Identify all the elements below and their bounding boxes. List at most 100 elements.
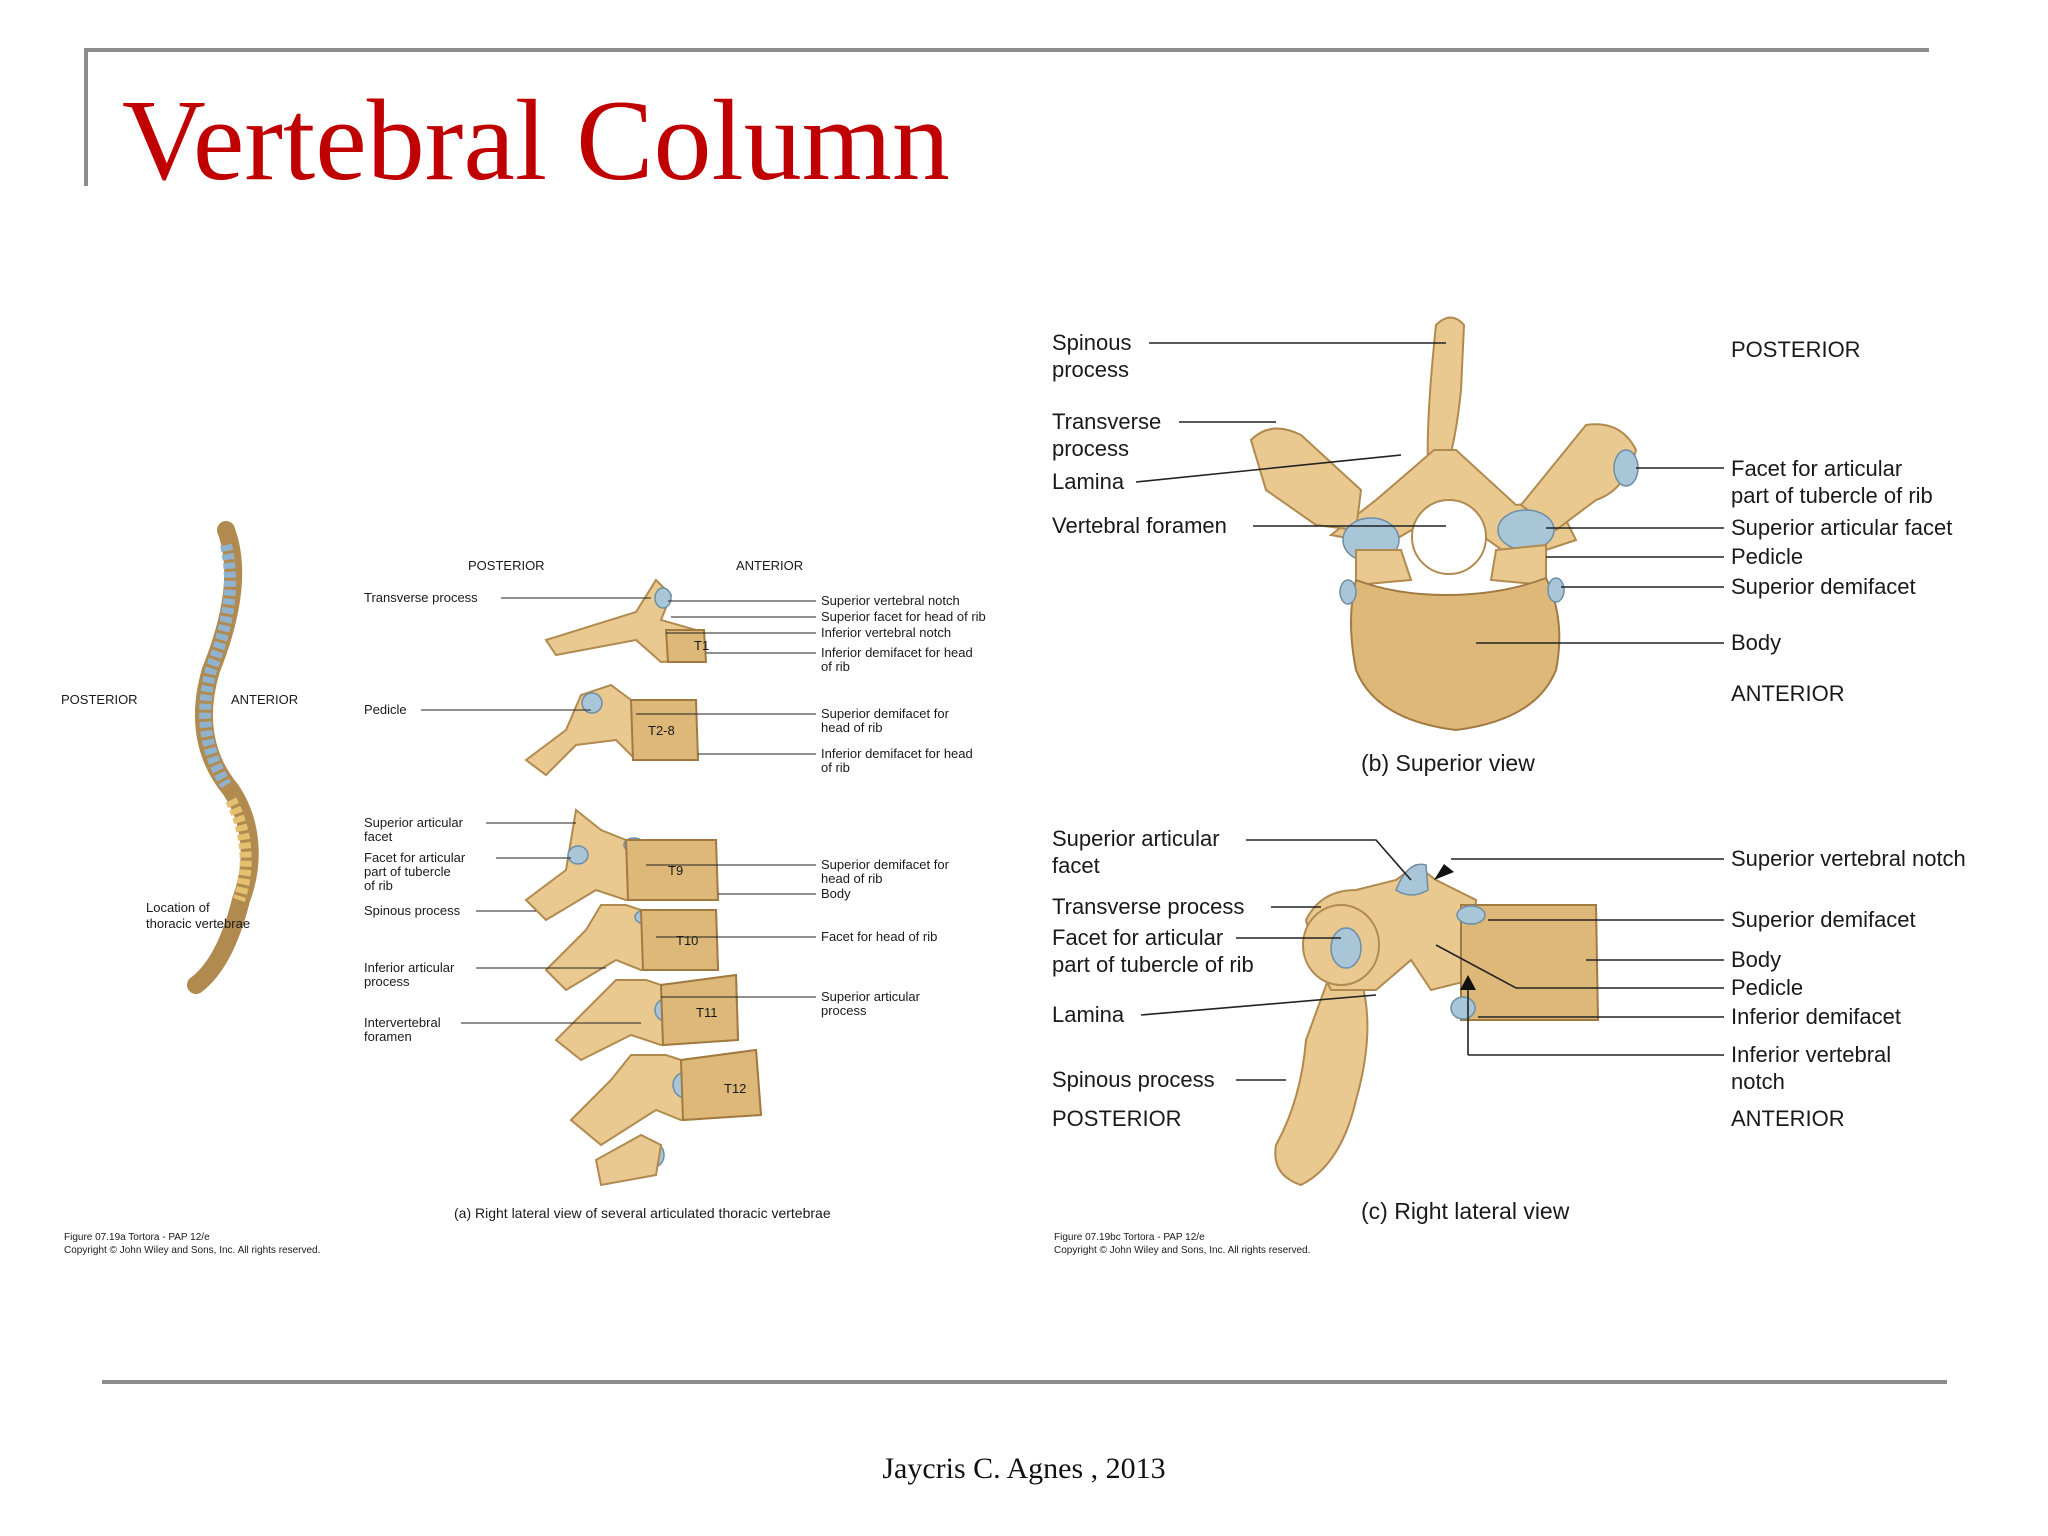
c-label-inferior-vertebral-1: Inferior vertebral [1731,1042,1891,1067]
c-inferior-demifacet [1450,996,1476,1020]
a-label-inferior-articular-1: Inferior articular [364,960,455,975]
vertebra-label-t1: T1 [694,638,709,653]
b-label-facet-articular-2: part of tubercle of rib [1731,483,1933,508]
c-label-body: Body [1731,947,1781,972]
panel-a-anterior: ANTERIOR [736,558,803,573]
b-spinous-process [1426,316,1466,471]
c-label-pedicle: Pedicle [1731,975,1803,1000]
a-label-inf-demifacet2-2: of rib [821,760,850,775]
a-label-inf-demifacet2-1: Inferior demifacet for head [821,746,973,761]
b-transverse-right [1519,423,1638,532]
panel-a-credit-2: Copyright © John Wiley and Sons, Inc. Al… [64,1245,320,1256]
vertebra-t11: T11 [554,973,740,1062]
c-label-facet-articular-1: Facet for articular [1052,925,1223,950]
panel-a-credit-1: Figure 07.19a Tortora - PAP 12/e [64,1232,210,1243]
c-arrow-inferior-notch [1460,975,1476,990]
c-facet-tubercle [1330,927,1362,969]
c-superior-demifacet [1456,905,1486,925]
a-label-spinous-process: Spinous process [364,903,461,918]
c-superior-articular-facet [1395,863,1429,896]
c-label-inferior-demifacet: Inferior demifacet [1731,1004,1901,1029]
spine-posterior-label: POSTERIOR [61,692,138,707]
panel-c-credit-2: Copyright © John Wiley and Sons, Inc. Al… [1054,1245,1310,1256]
vertebra-t9: T9 [524,808,720,922]
panel-a: POSTERIOR ANTERIOR T1 T2-8 T9 [64,558,986,1256]
vertebra-t10: T10 [544,904,720,992]
bottom-rule [102,1380,1947,1384]
a-label-pedicle: Pedicle [364,702,407,717]
a-label-sup-articular-2: facet [364,829,393,844]
thoracic-segment-highlight [199,543,236,789]
lumbar-segment [225,797,252,902]
c-label-posterior: POSTERIOR [1052,1106,1182,1131]
panel-a-posterior: POSTERIOR [468,558,545,573]
b-label-posterior: POSTERIOR [1731,337,1861,362]
b-label-vertebral-foramen: Vertebral foramen [1052,513,1227,538]
location-caption-line2: thoracic vertebrae [146,916,250,931]
c-label-sup-articular-1: Superior articular [1052,826,1220,851]
panel-b: Spinous process Transverse process Lamin… [1052,316,1952,776]
b-label-sup-articular-facet: Superior articular facet [1731,515,1952,540]
c-label-sup-vertebral-notch: Superior vertebral notch [1731,846,1966,871]
a-label-facet-articular-1: Facet for articular [364,850,466,865]
a-label-sup-demifacet-2: head of rib [821,720,882,735]
b-label-superior-demifacet: Superior demifacet [1731,574,1916,599]
vertebra-label-t9: T9 [668,863,683,878]
slide-title: Vertebral Column [122,77,950,205]
c-spinous-process [1274,979,1369,1187]
panel-b-caption: (b) Superior view [1361,750,1535,776]
a-label-sup-demifacet-1: Superior demifacet for [821,706,950,721]
a-label-sup-vertebral-notch: Superior vertebral notch [821,593,960,608]
top-rule [84,48,1929,52]
a-label-sup-articular-2: process [821,1003,867,1018]
a-label-transverse-process: Transverse process [364,590,478,605]
vertebra-t12: T12 [569,1048,763,1187]
c-label-superior-demifacet: Superior demifacet [1731,907,1916,932]
b-label-anterior: ANTERIOR [1731,681,1845,706]
a-label-inferior-articular-2: process [364,974,410,989]
b-label-facet-articular-1: Facet for articular [1731,456,1902,481]
a-label-sup-demifacet3-1: Superior demifacet for [821,857,950,872]
b-label-lamina: Lamina [1052,469,1125,494]
b-label-body: Body [1731,630,1781,655]
b-transverse-left [1249,427,1363,532]
c-label-facet-articular-2: part of tubercle of rib [1052,952,1254,977]
a-label-facet-head: Facet for head of rib [821,929,937,944]
c-arrow-superior-notch [1434,864,1454,880]
vertebra-label-t10: T10 [676,933,698,948]
spine-anterior-label: ANTERIOR [231,692,298,707]
b-vertebral-foramen [1411,499,1487,575]
panel-c-caption: (c) Right lateral view [1361,1198,1570,1224]
a-label-inf-vertebral-notch: Inferior vertebral notch [821,625,951,640]
vertebral-diagram: POSTERIOR ANTERIOR Location of thoracic … [61,316,1966,1256]
left-rule [84,48,88,186]
vertebra-label-t12: T12 [724,1081,746,1096]
vertebra-t1: T1 [544,578,709,664]
a-label-sup-facet-head: Superior facet for head of rib [821,609,986,624]
b-label-transverse-2: process [1052,436,1129,461]
c-label-transverse-process: Transverse process [1052,894,1244,919]
b-label-spinous-1: Spinous [1052,330,1132,355]
a-label-body: Body [821,886,851,901]
a-label-sup-demifacet3-2: head of rib [821,871,882,886]
c-label-sup-articular-2: facet [1052,853,1100,878]
a-label-sup-articular-1: Superior articular [364,815,464,830]
vertebra-label-t2-8: T2-8 [648,723,675,738]
b-body [1350,576,1561,732]
panel-a-caption: (a) Right lateral view of several articu… [454,1205,831,1221]
spine-location-panel: POSTERIOR ANTERIOR Location of thoracic … [61,521,298,994]
b-facet-tubercle [1613,449,1639,487]
panel-c: Superior articular facet Transverse proc… [1052,826,1966,1256]
vertebra-t2-8: T2-8 [524,683,700,777]
location-caption-line1: Location of [146,900,210,915]
c-label-anterior: ANTERIOR [1731,1106,1845,1131]
vertebra-label-t11: T11 [696,1005,717,1020]
c-label-lamina: Lamina [1052,1002,1125,1027]
a-label-intervertebral-1: Intervertebral [364,1015,441,1030]
a-label-sup-articular-1: Superior articular [821,989,921,1004]
b-label-pedicle: Pedicle [1731,544,1803,569]
slide-footer: Jaycris C. Agnes , 2013 [882,1452,1166,1485]
a-label-inf-demifacet-1: Inferior demifacet for head [821,645,973,660]
c-body [1460,904,1600,1021]
a-label-facet-articular-3: of rib [364,878,393,893]
